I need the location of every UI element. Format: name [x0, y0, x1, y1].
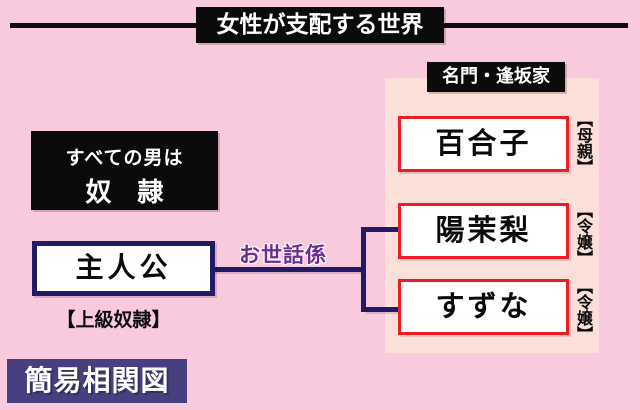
connector-main-line — [215, 267, 361, 272]
protagonist-box: 主人公 — [32, 241, 215, 296]
connector-branch-top — [366, 227, 399, 232]
member-role-daughter-2: 【令嬢】 — [574, 278, 593, 342]
chart-type-badge: 簡易相関図 — [7, 359, 187, 403]
slave-rule-line2: 奴 隷 — [85, 178, 164, 208]
member-box-yuriko: 百合子 — [398, 116, 569, 172]
member-role-daughter-1: 【令嬢】 — [574, 202, 593, 266]
member-box-himari: 陽茉梨 — [398, 203, 569, 259]
slave-rule-banner: すべての男は 奴 隷 — [31, 131, 218, 210]
connector-branch-bottom — [366, 307, 399, 312]
caretaker-relation-label: お世話係 — [239, 242, 327, 267]
family-name-banner: 名門・逢坂家 — [427, 62, 565, 92]
member-box-suzuna: すずな — [398, 279, 569, 335]
protagonist-rank-label: 【上級奴隷】 — [56, 309, 171, 331]
world-title-banner: 女性が支配する世界 — [196, 7, 444, 43]
connector-vertical-line — [361, 227, 366, 312]
slave-rule-line1: すべての男は — [65, 147, 184, 169]
member-role-mother: 【母親】 — [574, 111, 593, 175]
